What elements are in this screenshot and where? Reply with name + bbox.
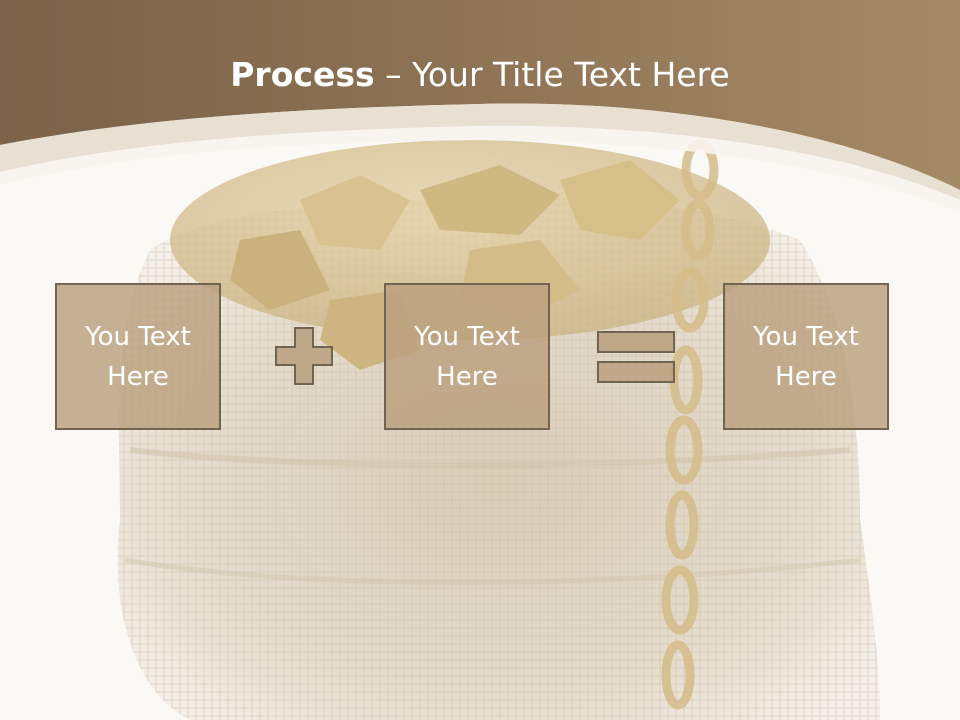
- process-box-1: You Text Here: [55, 283, 221, 430]
- slide-title: Process – Your Title Text Here: [0, 50, 960, 100]
- process-box-3-label: You Text Here: [753, 321, 859, 392]
- process-box-1-label: You Text Here: [85, 321, 191, 392]
- process-box-3: You Text Here: [723, 283, 889, 430]
- plus-icon: [275, 327, 333, 385]
- equals-icon: [597, 331, 675, 383]
- title-rest: – Your Title Text Here: [374, 55, 730, 94]
- title-bold: Process: [230, 55, 375, 94]
- process-box-2: You Text Here: [384, 283, 550, 430]
- process-box-2-label: You Text Here: [414, 321, 520, 392]
